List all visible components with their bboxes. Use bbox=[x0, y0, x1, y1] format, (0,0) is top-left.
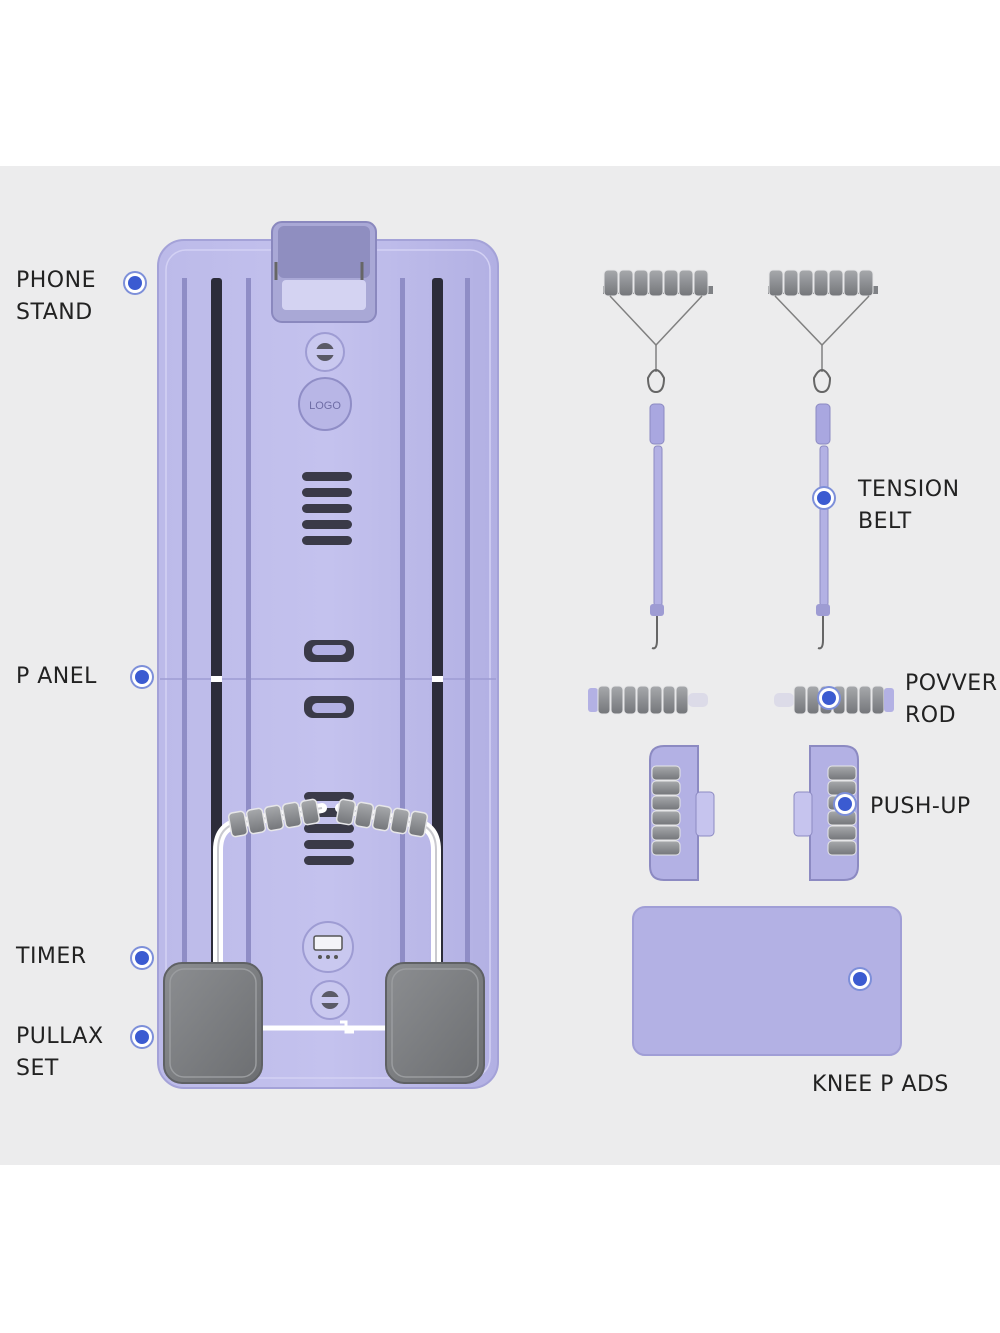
label-pullax-set-line1: PULLAX bbox=[16, 1024, 104, 1049]
phone-stand-marker bbox=[128, 276, 142, 290]
label-phone-stand: PHONE STAND bbox=[16, 265, 96, 329]
label-pullax-set: PULLAX SET bbox=[16, 1021, 104, 1085]
tension-belt-left bbox=[603, 269, 713, 650]
power-rod-marker bbox=[822, 691, 836, 705]
hinge-handles bbox=[304, 640, 354, 718]
push-up-handle-right bbox=[793, 745, 859, 881]
label-knee-pads: KNEE P ADS bbox=[812, 1069, 949, 1101]
label-timer: TIMER bbox=[16, 941, 87, 973]
push-up-marker bbox=[838, 797, 852, 811]
label-power-rod-line1: POVVER bbox=[905, 671, 998, 696]
pullax-set-marker bbox=[135, 1030, 149, 1044]
foot-pads bbox=[163, 962, 485, 1084]
panel-marker bbox=[135, 670, 149, 684]
label-phone-stand-line2: STAND bbox=[16, 300, 93, 325]
label-push-up-line1: PUSH-UP bbox=[870, 794, 971, 819]
label-power-rod-line2: ROD bbox=[905, 703, 957, 728]
timer-marker bbox=[135, 951, 149, 965]
vent-grille-top bbox=[302, 472, 352, 545]
logo-text: LOGO bbox=[309, 400, 341, 412]
power-rod-left bbox=[588, 685, 708, 715]
label-power-rod: POVVER ROD bbox=[905, 668, 997, 732]
label-panel-line1: P ANEL bbox=[16, 664, 97, 689]
label-tension-belt-line1: TENSION bbox=[858, 477, 960, 502]
label-phone-stand-line1: PHONE bbox=[16, 268, 96, 293]
board-controls: LOGO bbox=[298, 332, 352, 431]
timer-device bbox=[302, 921, 354, 973]
lower-knob bbox=[310, 980, 350, 1020]
label-push-up: PUSH-UP bbox=[870, 791, 971, 823]
tension-belt-marker bbox=[817, 491, 831, 505]
push-up-handle-left bbox=[649, 745, 715, 881]
label-pullax-set-line2: SET bbox=[16, 1056, 59, 1081]
label-knee-pads-line1: KNEE P ADS bbox=[812, 1072, 949, 1097]
knee-pad bbox=[632, 906, 902, 1056]
label-tension-belt: TENSION BELT bbox=[858, 474, 960, 538]
label-tension-belt-line2: BELT bbox=[858, 509, 912, 534]
knee-pads-marker bbox=[853, 972, 867, 986]
label-timer-line1: TIMER bbox=[16, 944, 87, 969]
label-panel: P ANEL bbox=[16, 661, 97, 693]
tension-belt-right bbox=[768, 269, 878, 650]
phone-stand bbox=[271, 221, 377, 323]
pullax-handle bbox=[213, 798, 441, 1034]
